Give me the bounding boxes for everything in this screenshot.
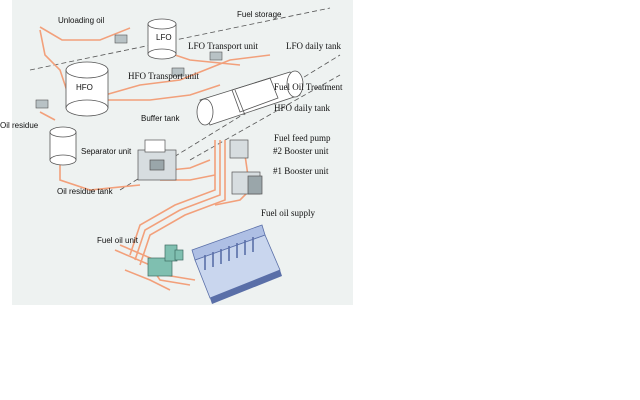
label-hfo-transport-unit: HFO Transport unit: [128, 71, 200, 81]
separator-unit-shape: [137, 139, 177, 181]
label-booster-unit-2: #2 Booster unit: [273, 146, 329, 156]
label-hfo-daily-tank: HFO daily tank: [274, 103, 330, 113]
label-fuel-storage: Fuel storage: [237, 10, 282, 19]
lfo-tank: LFO: [147, 18, 177, 60]
label-unloading-oil: Unloading oil: [58, 16, 105, 25]
hfo-tank: HFO: [65, 61, 109, 117]
label-oil-residue: Oil residue: [0, 121, 39, 130]
lfo-tank-label: LFO: [156, 33, 172, 42]
label-buffer-tank: Buffer tank: [141, 114, 180, 123]
daily-tanks: [196, 70, 304, 126]
label-fuel-feed-pump: Fuel feed pump: [274, 133, 331, 143]
engine: [191, 224, 282, 304]
label-lfo-transport-unit: LFO Transport unit: [188, 41, 259, 51]
label-fuel-oil-unit: Fuel oil unit: [97, 236, 138, 245]
booster-units-shape: [229, 139, 263, 195]
pump-units: [35, 34, 223, 109]
pipe-network: [39, 26, 271, 291]
label-separator-unit: Separator unit: [81, 147, 132, 156]
oil-residue-tank-shape: [49, 126, 77, 166]
label-fuel-oil-treatment: Fuel Oil Treatment: [274, 82, 343, 92]
label-lfo-daily-tank: LFO daily tank: [286, 41, 341, 51]
label-fuel-oil-supply: Fuel oil supply: [261, 208, 316, 218]
label-oil-residue-tank: Oil residue tank: [57, 187, 113, 196]
fuel-oil-unit-shape: [147, 244, 184, 277]
label-booster-unit-1: #1 Booster unit: [273, 166, 329, 176]
hfo-tank-label: HFO: [76, 83, 93, 92]
